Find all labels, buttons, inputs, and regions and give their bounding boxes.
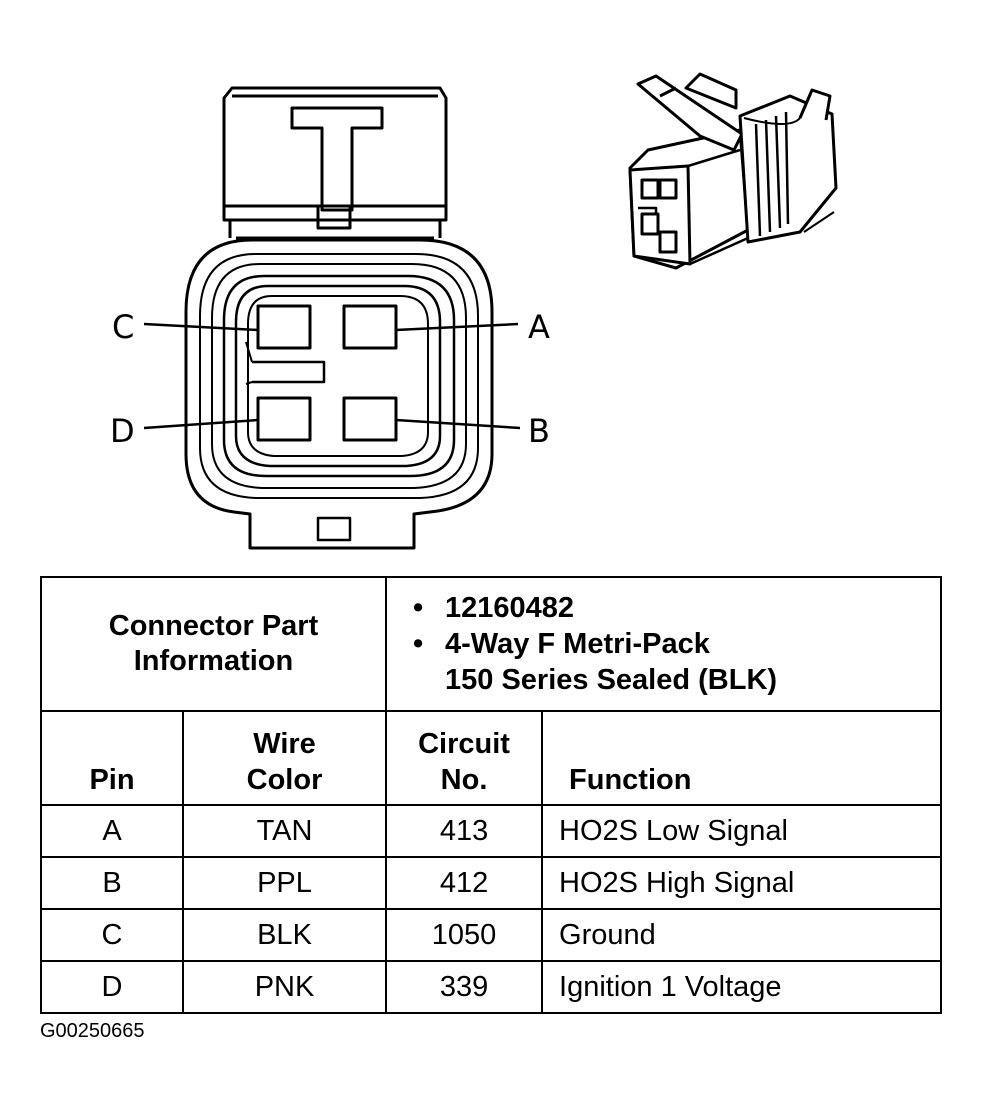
part-number-line: • 12160482 (413, 590, 940, 626)
connector-type: 4-Way F Metri-Pack (445, 628, 710, 660)
bullet-icon: • (413, 592, 424, 624)
header-wire-color: Wire Color (181, 710, 388, 806)
terminal-b (342, 396, 398, 442)
pin-label-d: D (110, 412, 135, 450)
pin-cell: C (40, 908, 184, 962)
table-row: A TAN 413 HO2S Low Signal (40, 804, 943, 858)
connector-info-table: Connector Part Information • 12160482 • … (39, 576, 943, 1014)
pin-label-c: C (112, 308, 134, 346)
figure-id: G00250665 (40, 1020, 145, 1042)
terminal-c (256, 304, 312, 350)
header-row: Pin Wire Color Circuit No. Function (40, 710, 943, 806)
circuit-cell: 339 (385, 960, 544, 1014)
connector-face-view (184, 86, 494, 550)
connector-series: 150 Series Sealed (BLK) (445, 664, 778, 696)
callout-line-b (395, 418, 521, 430)
table-row: D PNK 339 Ignition 1 Voltage (40, 960, 943, 1014)
function-cell: Ignition 1 Voltage (541, 960, 943, 1014)
part-info-row: Connector Part Information • 12160482 • … (39, 576, 943, 712)
circuit-cell: 412 (385, 856, 544, 910)
connector-series-line: 150 Series Sealed (BLK) (445, 662, 940, 698)
connector-diagram: C A D B (110, 72, 838, 550)
wire-color-cell: TAN (181, 804, 388, 858)
terminal-a (342, 304, 398, 350)
part-info-values: • 12160482 • 4-Way F Metri-Pack 150 Seri… (385, 576, 943, 712)
pin-cell: D (40, 960, 184, 1014)
wire-color-cell: PPL (181, 856, 388, 910)
function-cell: HO2S High Signal (541, 856, 943, 910)
circuit-cell: 413 (385, 804, 544, 858)
bullet-icon: • (413, 628, 424, 660)
pin-label-b: B (528, 412, 550, 450)
table-row: C BLK 1050 Ground (40, 908, 943, 962)
callout-line-c (143, 322, 259, 332)
pin-cell: A (40, 804, 184, 858)
table-row: B PPL 412 HO2S High Signal (40, 856, 943, 910)
callout-line-a (395, 322, 519, 332)
header-function: Function (541, 710, 943, 806)
circuit-cell: 1050 (385, 908, 544, 962)
callout-line-d (143, 418, 259, 430)
pin-cell: B (40, 856, 184, 910)
wire-color-cell: PNK (181, 960, 388, 1014)
part-number: 12160482 (445, 592, 575, 624)
wire-color-cell: BLK (181, 908, 388, 962)
terminal-d (256, 396, 312, 442)
connector-isometric-view (628, 72, 838, 270)
function-cell: Ground (541, 908, 943, 962)
connector-type-line: • 4-Way F Metri-Pack (413, 626, 940, 662)
part-info-label: Connector Part Information (39, 576, 388, 712)
function-cell: HO2S Low Signal (541, 804, 943, 858)
header-pin: Pin (40, 710, 184, 806)
pin-label-a: A (528, 308, 550, 346)
header-circuit-no: Circuit No. (385, 710, 544, 806)
pin-callouts (143, 322, 521, 430)
